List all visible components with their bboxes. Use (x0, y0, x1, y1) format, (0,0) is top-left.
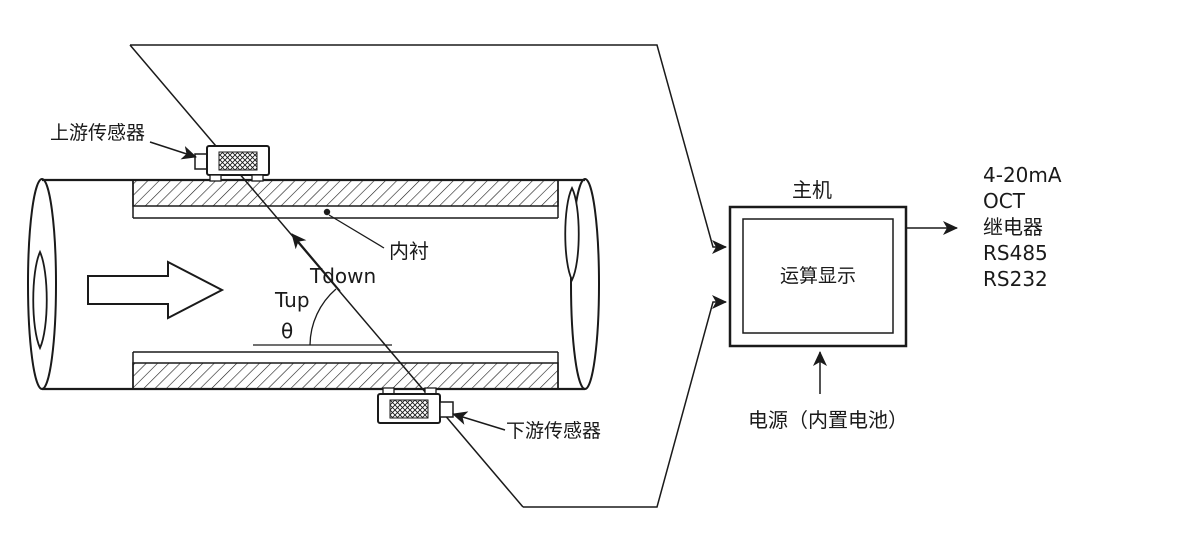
upstream-sensor (194, 145, 270, 182)
output-item-rs485: RS485 (983, 241, 1048, 265)
pipe-left-end-lens (32, 249, 48, 351)
output-item-4-20ma: 4-20mA (983, 163, 1062, 187)
pipe-wall-hatch-bottom (132, 362, 559, 390)
output-item-rs232: RS232 (983, 267, 1048, 291)
pipe-right-end-lens (564, 185, 580, 283)
downstream-sensor (377, 387, 454, 424)
pipe-wall-hatch-top (132, 179, 559, 207)
downstream-sensor-tab (439, 401, 454, 418)
signal-line-upstream (130, 44, 727, 254)
main-unit-label: 主机 (792, 178, 832, 202)
liner-pointer-line (328, 214, 385, 249)
main-unit-box (728, 205, 908, 348)
upstream-sensor-label: 上游传感器 (50, 122, 145, 144)
upstream-sensor-foot-left (209, 174, 222, 182)
upstream-label-arrow (149, 141, 197, 160)
power-label: 电源（内置电池） (748, 408, 908, 432)
downstream-label-arrow (452, 411, 506, 431)
output-item-relay: 继电器 (983, 215, 1043, 239)
beam-direction-arrow (291, 233, 341, 292)
tdown-label: Tdown (309, 264, 376, 288)
signal-line-downstream (523, 295, 727, 508)
upstream-sensor-foot-right (251, 174, 264, 182)
tup-label: Tup (274, 288, 310, 312)
output-item-oct: OCT (983, 189, 1026, 213)
display-label: 运算显示 (780, 265, 856, 287)
theta-label: θ (281, 319, 293, 343)
downstream-sensor-face (389, 399, 429, 419)
angle-arc (309, 288, 337, 346)
upstream-sensor-face (218, 151, 258, 171)
liner-label: 内衬 (389, 239, 429, 263)
liner-dot (323, 208, 331, 216)
output-list: 4-20mA OCT 继电器 RS485 RS232 (983, 163, 1062, 291)
downstream-sensor-label: 下游传感器 (506, 420, 601, 442)
flow-direction-arrow (87, 260, 225, 320)
main-unit-inner-box (742, 218, 894, 334)
